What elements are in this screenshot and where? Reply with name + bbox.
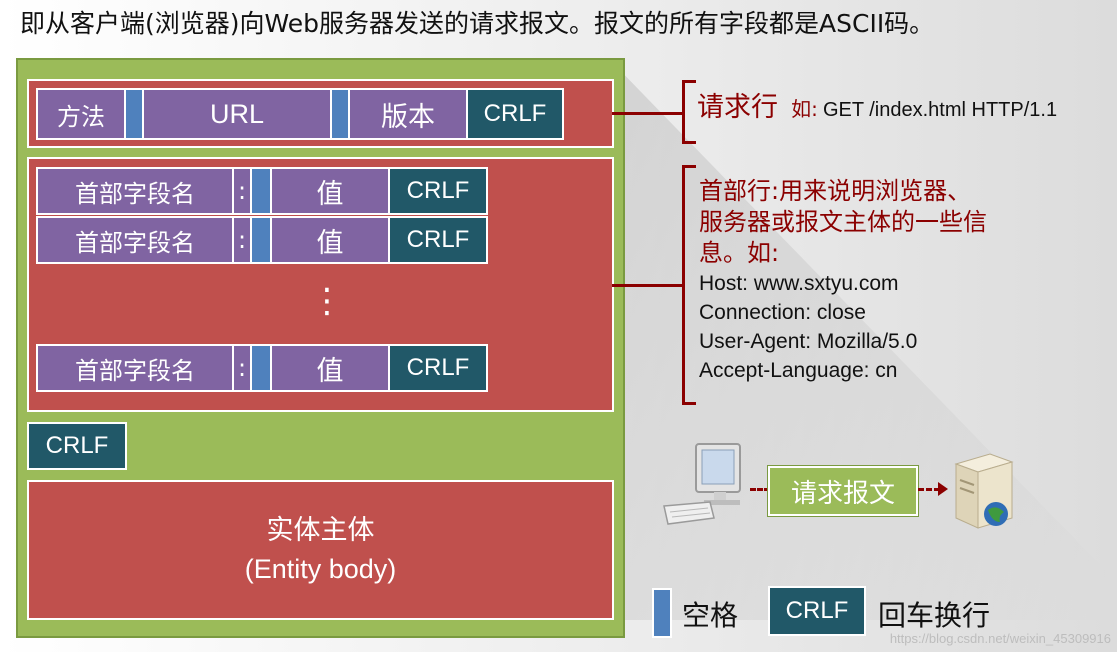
space-marker bbox=[330, 88, 350, 140]
header-colon: : bbox=[232, 167, 252, 215]
crlf-field: CRLF bbox=[388, 344, 488, 392]
header-annotation: 首部行:用来说明浏览器、 服务器或报文主体的一些信 息。如: Host: www… bbox=[699, 176, 1059, 385]
request-line-connector bbox=[612, 112, 682, 115]
flow-line-left bbox=[750, 488, 770, 491]
blank-line-crlf: CRLF bbox=[27, 422, 127, 470]
legend-crlf-box: CRLF bbox=[768, 586, 866, 636]
header-field-value: 值 bbox=[270, 167, 390, 215]
arrow-head-icon bbox=[938, 482, 948, 496]
legend-space-label: 空格 bbox=[682, 599, 739, 632]
entity-body-label: 实体主体 bbox=[266, 515, 375, 546]
space-marker bbox=[250, 344, 272, 392]
header-field-name: 首部字段名 bbox=[36, 167, 234, 215]
crlf-field: CRLF bbox=[388, 216, 488, 264]
vertical-ellipsis: ⋮ bbox=[310, 281, 344, 321]
request-line-label: 请求行 bbox=[697, 92, 778, 123]
header-desc-line: 息。如: bbox=[699, 239, 780, 267]
request-message-tag: 请求报文 bbox=[768, 466, 918, 516]
url-field: URL bbox=[142, 88, 332, 140]
method-field: 方法 bbox=[36, 88, 126, 140]
header-lines-bracket bbox=[682, 165, 696, 405]
watermark: https://blog.csdn.net/weixin_45309916 bbox=[889, 631, 1111, 646]
page-title: 即从客户端(浏览器)向Web服务器发送的请求报文。报文的所有字段都是ASCII码… bbox=[20, 9, 935, 38]
entity-body-panel: 实体主体 (Entity body) bbox=[27, 480, 614, 620]
entity-body-english: (Entity body) bbox=[244, 554, 397, 584]
request-line-bracket bbox=[682, 80, 696, 144]
legend-space-swatch bbox=[652, 588, 672, 638]
header-field-value: 值 bbox=[270, 344, 390, 392]
space-marker bbox=[124, 88, 144, 140]
header-lines-connector bbox=[612, 284, 682, 287]
computer-icon bbox=[660, 440, 752, 530]
example-prefix: 如: bbox=[791, 97, 818, 121]
space-marker bbox=[250, 216, 272, 264]
header-colon: : bbox=[232, 344, 252, 392]
header-desc-line: 首部行:用来说明浏览器、 bbox=[699, 177, 972, 205]
space-marker bbox=[250, 167, 272, 215]
header-example: Host: www.sxtyu.com bbox=[699, 272, 899, 295]
header-field-name: 首部字段名 bbox=[36, 344, 234, 392]
header-example: User-Agent: Mozilla/5.0 bbox=[699, 330, 918, 353]
legend-crlf-label: 回车换行 bbox=[878, 599, 991, 632]
header-example: Connection: close bbox=[699, 301, 866, 324]
header-example: Accept-Language: cn bbox=[699, 359, 898, 382]
crlf-field: CRLF bbox=[388, 167, 488, 215]
request-line-example: GET /index.html HTTP/1.1 bbox=[822, 99, 1058, 121]
request-line-annotation: 请求行 如: GET /index.html HTTP/1.1 bbox=[697, 92, 1057, 123]
header-desc-line: 服务器或报文主体的一些信 bbox=[699, 208, 987, 236]
server-icon bbox=[950, 448, 1020, 534]
header-colon: : bbox=[232, 216, 252, 264]
header-field-name: 首部字段名 bbox=[36, 216, 234, 264]
flow-line-right bbox=[918, 488, 940, 491]
header-field-value: 值 bbox=[270, 216, 390, 264]
version-field: 版本 bbox=[348, 88, 468, 140]
crlf-field: CRLF bbox=[466, 88, 564, 140]
